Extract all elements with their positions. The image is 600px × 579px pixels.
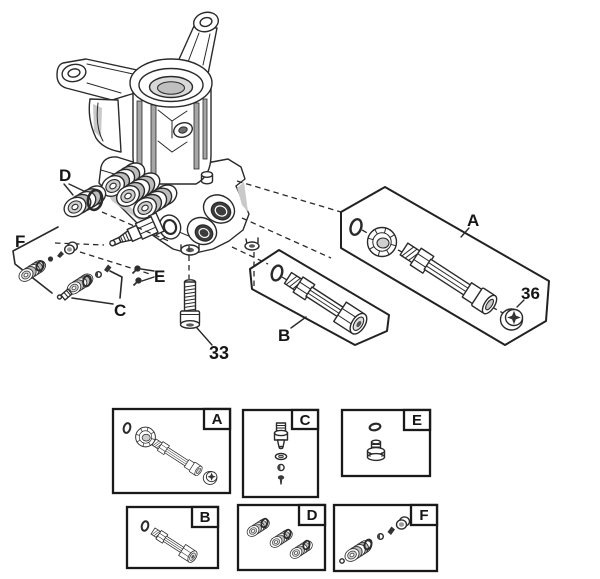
end-cap-36 xyxy=(499,308,524,331)
o-ring-b xyxy=(270,264,284,282)
o-ring-c xyxy=(82,274,92,288)
detail-box-b-label: B xyxy=(200,509,211,526)
detail-box-b-parts xyxy=(140,520,200,565)
filler-nub xyxy=(200,170,214,185)
callout-a-group: A xyxy=(340,186,550,346)
leader-36 xyxy=(516,299,525,308)
detail-box-d-tab xyxy=(297,503,327,527)
detail-box-a-tab xyxy=(202,407,232,431)
callout-33-group: 33 xyxy=(179,279,229,363)
detail-box-e: E xyxy=(340,408,432,478)
leader-e xyxy=(140,268,155,282)
callout-b-group: B xyxy=(249,249,390,346)
detail-box-b: B xyxy=(125,505,220,570)
detail-box-a-label: A xyxy=(212,411,223,428)
detail-box-a: A xyxy=(111,407,232,495)
screws-e xyxy=(131,265,142,287)
ball-f xyxy=(47,256,54,262)
detail-box-f: F xyxy=(332,503,439,573)
kit-outline-b xyxy=(249,249,390,346)
callout-label-b: B xyxy=(278,326,290,345)
detail-box-e-tab xyxy=(402,408,432,432)
detail-box-c: C xyxy=(241,408,320,499)
poppet-f xyxy=(57,251,64,258)
callout-label-36: 36 xyxy=(521,284,540,303)
detail-box-e-label: E xyxy=(412,412,422,429)
callout-label-33: 33 xyxy=(209,343,229,363)
bolt-bosses xyxy=(180,237,260,256)
detail-box-e-parts xyxy=(366,422,386,462)
tube-assembly-a xyxy=(397,239,501,317)
pump-body xyxy=(56,11,260,256)
leader-33 xyxy=(196,327,213,346)
leader-b xyxy=(290,316,307,329)
crankcase-cylinder xyxy=(132,84,212,185)
detail-box-d-label: D xyxy=(307,507,318,524)
detail-box-b-tab xyxy=(190,505,220,529)
detail-box-f-label: F xyxy=(419,507,428,524)
left-mounting-arm xyxy=(56,58,138,153)
callout-label-c: C xyxy=(114,301,126,320)
bracket-c xyxy=(71,270,123,305)
callout-d-group: D xyxy=(59,166,110,222)
detail-box-f-parts xyxy=(339,516,411,565)
ball-c xyxy=(94,271,102,279)
fitting-c-nose xyxy=(60,288,73,301)
kit-outline-a xyxy=(340,186,550,346)
o-ring-f xyxy=(35,260,45,272)
cylinder-top-opening xyxy=(129,58,213,108)
detail-box-a-parts xyxy=(122,422,218,485)
poppet-c xyxy=(104,264,112,273)
callout-f-group: F xyxy=(12,226,78,294)
detail-box-c-label: C xyxy=(300,412,311,429)
valve-boss xyxy=(158,214,182,240)
leader-a xyxy=(460,227,470,238)
detail-box-c-tab xyxy=(290,408,320,431)
callout-label-f: F xyxy=(15,232,25,251)
detail-box-d: D xyxy=(236,503,327,572)
detail-box-c-parts xyxy=(273,422,289,485)
detail-box-f-tab xyxy=(409,503,439,527)
detail-panel: A C xyxy=(111,407,439,573)
o-ring-d xyxy=(86,188,104,212)
cap-screw-33 xyxy=(179,279,201,330)
detail-box-d-parts xyxy=(244,516,315,561)
callout-label-a: A xyxy=(467,211,479,230)
retaining-nut-a xyxy=(366,226,398,258)
cap-f xyxy=(63,241,78,255)
callout-label-d: D xyxy=(59,166,71,185)
o-ring-a xyxy=(349,218,363,236)
unloader-fitting xyxy=(109,212,165,247)
callout-e-group: E xyxy=(131,265,165,287)
pump-assembly-exploded-view: D F xyxy=(12,11,550,363)
kit-outline-f xyxy=(12,226,59,294)
outlet-port-upper xyxy=(202,194,236,224)
callout-36-group: 36 xyxy=(499,284,540,331)
callout-label-e: E xyxy=(154,267,165,286)
outlet-port-lower xyxy=(186,216,218,246)
callout-c-group: C xyxy=(56,264,126,320)
